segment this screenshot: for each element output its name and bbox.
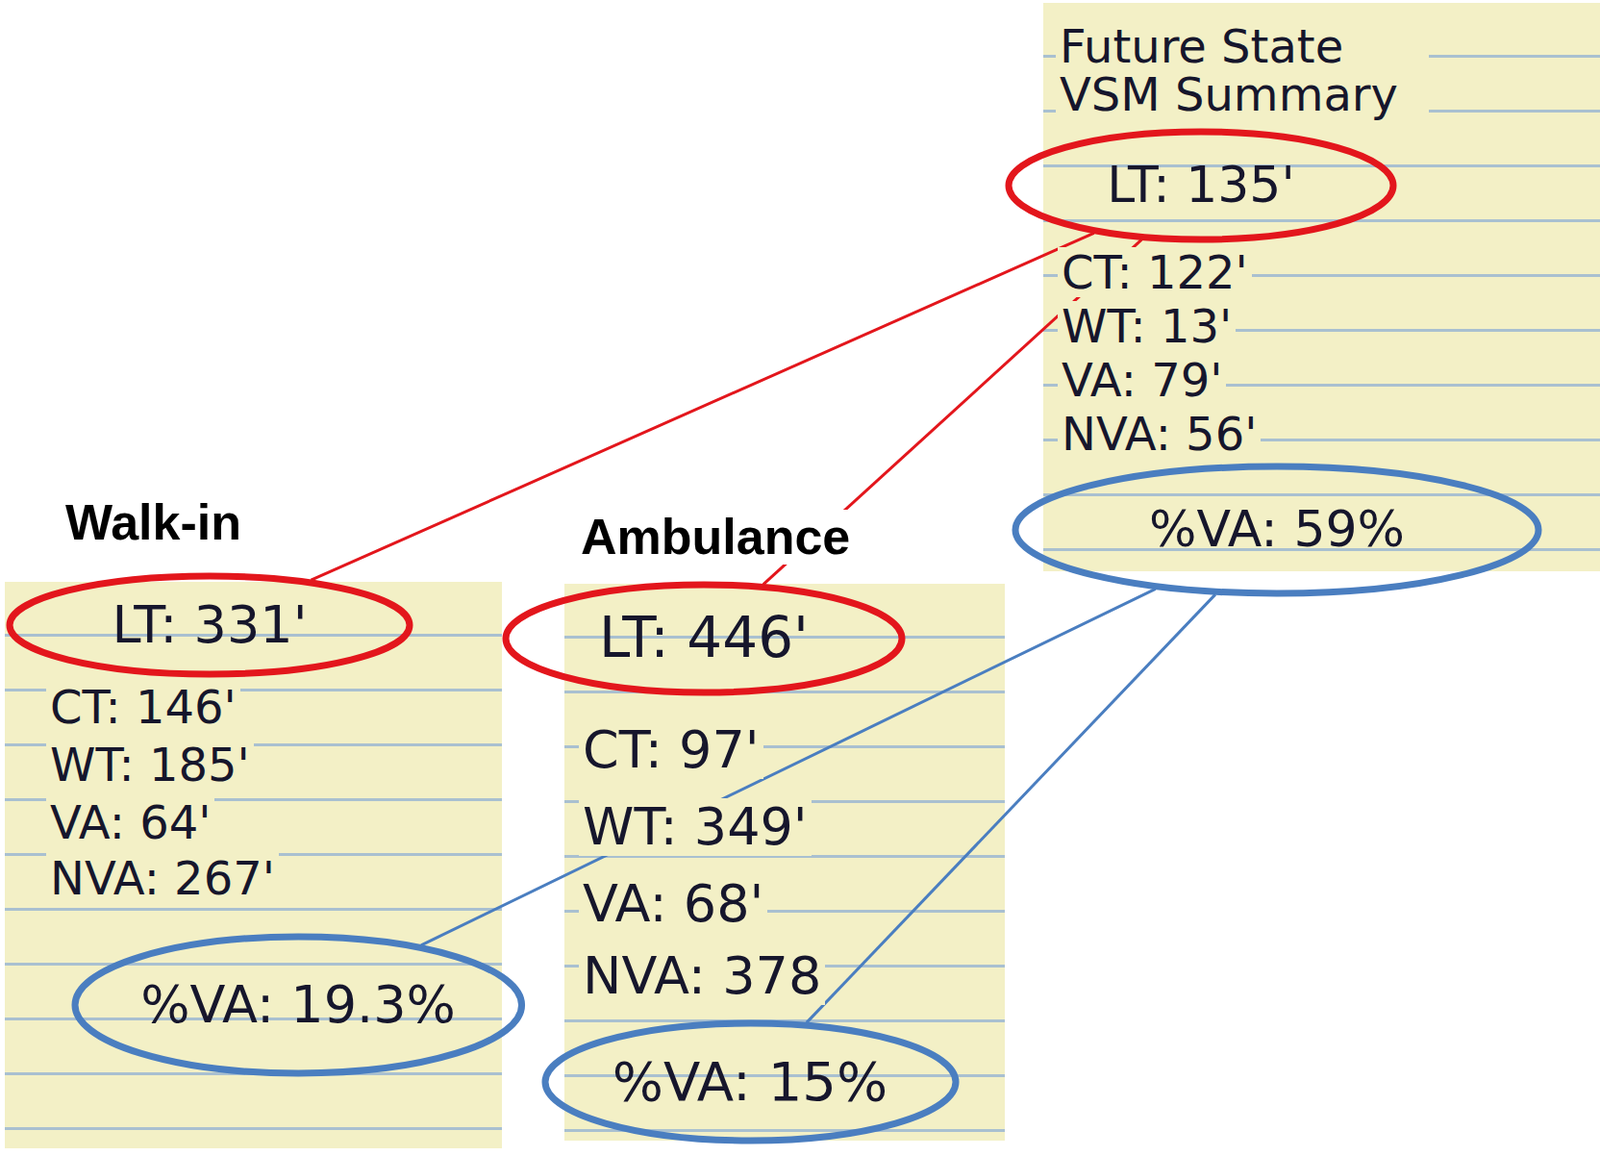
highlight-ellipse: LT: 446'	[501, 580, 906, 697]
metric-line: CT: 122'	[1057, 247, 1252, 299]
highlight-ellipse: LT: 135'	[1004, 127, 1398, 244]
metric-line: Future State VSM Summary	[1055, 22, 1429, 120]
highlight-ellipse: LT: 331'	[5, 572, 414, 678]
comparison-line	[421, 588, 1156, 946]
metric-line: NVA: 56'	[1057, 408, 1261, 460]
sticky-note: Future State VSM SummaryCT: 122'WT: 13'V…	[1043, 2, 1600, 572]
group-heading: Walk-in	[61, 495, 246, 550]
comparison-line	[806, 594, 1216, 1023]
sticky-note: Walk-inCT: 146'WT: 185'VA: 64'NVA: 267'L…	[4, 581, 502, 1149]
metric-line: NVA: 378	[578, 947, 825, 1004]
highlighted-metric: LT: 331'	[112, 596, 308, 653]
ellipse-stroke	[1015, 466, 1539, 594]
highlighted-metric: %VA: 19.3%	[140, 975, 456, 1033]
ellipse-stroke	[9, 575, 410, 675]
metric-line: VA: 68'	[578, 875, 768, 932]
metric-line: WT: 185'	[46, 739, 254, 791]
ellipse-stroke	[1008, 131, 1394, 240]
group-heading: Ambulance	[576, 509, 854, 565]
metric-line: VA: 79'	[1057, 354, 1226, 406]
metric-line: CT: 146'	[46, 681, 241, 733]
highlighted-metric: %VA: 15%	[612, 1051, 888, 1112]
highlight-ellipse: %VA: 15%	[541, 1019, 960, 1145]
metric-line: NVA: 267'	[46, 852, 279, 904]
highlight-ellipse: %VA: 19.3%	[71, 932, 526, 1077]
highlighted-metric: LT: 446'	[599, 607, 809, 670]
ellipse-stroke	[75, 936, 523, 1074]
ellipse-stroke	[505, 584, 902, 693]
metric-line: CT: 97'	[578, 721, 764, 778]
metric-line: WT: 13'	[1057, 300, 1236, 352]
highlight-ellipse: %VA: 59%	[1011, 462, 1543, 598]
highlighted-metric: %VA: 59%	[1149, 501, 1405, 557]
ellipse-stroke	[545, 1023, 956, 1141]
highlighted-metric: LT: 135'	[1106, 157, 1295, 213]
comparison-line	[311, 232, 1095, 580]
metric-line: VA: 64'	[46, 797, 215, 849]
sticky-note: AmbulanceCT: 97'WT: 349'VA: 68'NVA: 378L…	[564, 583, 1005, 1141]
metric-line: WT: 349'	[578, 798, 812, 855]
